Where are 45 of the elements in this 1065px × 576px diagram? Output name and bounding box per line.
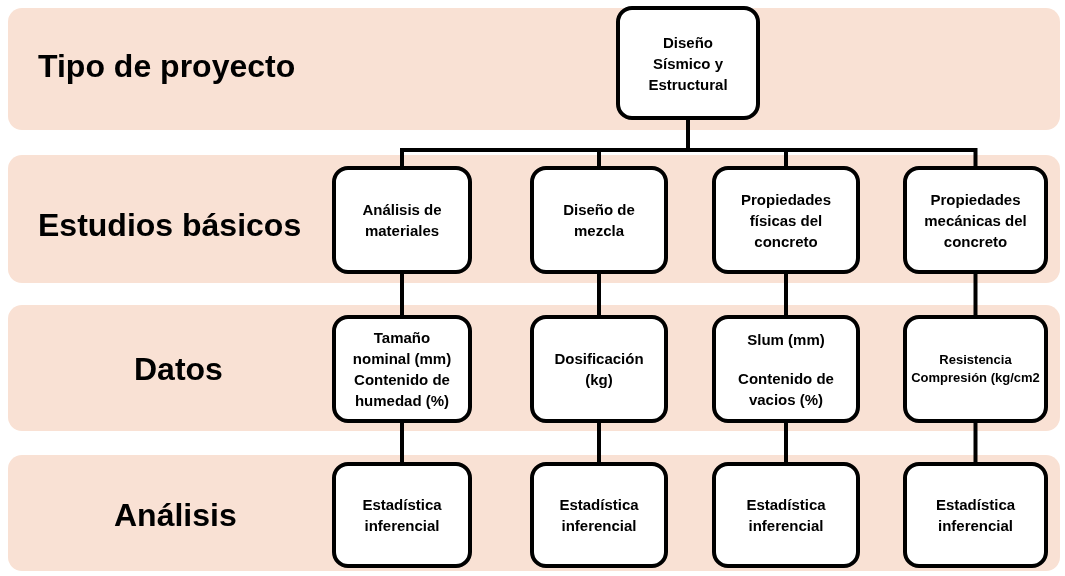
connector-line (597, 274, 601, 315)
process-box (712, 315, 860, 423)
box-text: Análisis de materiales (361, 200, 443, 241)
process-box (712, 462, 860, 568)
process-box (903, 315, 1048, 423)
connector-line (784, 274, 788, 315)
connector-line (973, 423, 978, 462)
row-band (8, 305, 1060, 431)
row-heading: Tipo de proyecto (38, 48, 296, 85)
row-band (8, 455, 1060, 571)
box-text: Contenido de humedad (%) (353, 370, 451, 411)
process-box (530, 462, 668, 568)
row-band (8, 155, 1060, 283)
box-text: Estadística inferencial (745, 495, 827, 536)
box-text: Compresión (kg/cm2 (911, 369, 1040, 387)
row-band (8, 8, 1060, 130)
box-text: Dosificación (kg) (553, 349, 645, 390)
box-text: Propiedades mecánicas del concreto (923, 189, 1028, 252)
box-text: Estadística inferencial (558, 495, 640, 536)
process-box (332, 166, 472, 274)
box-text: Resistencia (939, 350, 1012, 369)
box-text: Estadística inferencial (361, 495, 443, 536)
row-heading: Datos (134, 351, 223, 388)
process-box (332, 462, 472, 568)
box-text: Contenido de vacios (%) (737, 368, 835, 410)
process-box (530, 166, 668, 274)
box-text: Estadística inferencial (934, 495, 1017, 536)
connector-line (400, 274, 404, 315)
process-box (903, 166, 1048, 274)
connector-line (784, 423, 788, 462)
connector-line (597, 423, 601, 462)
box-text: Tamaño nominal (mm) (351, 328, 453, 369)
box-text: Slum (mm) (747, 329, 825, 350)
process-box (616, 6, 760, 120)
row-heading: Estudios básicos (38, 207, 302, 244)
process-box (712, 166, 860, 274)
process-box (332, 315, 472, 423)
connector-line (400, 423, 404, 462)
process-box (903, 462, 1048, 568)
row-heading: Análisis (114, 497, 237, 534)
box-text: Diseño Sísmico y Estructural (647, 32, 729, 95)
box-text: Diseño de mezcla (562, 200, 636, 241)
box-text: Propiedades físicas del concreto (740, 189, 832, 252)
connector-line (973, 274, 978, 315)
process-box (530, 315, 668, 423)
